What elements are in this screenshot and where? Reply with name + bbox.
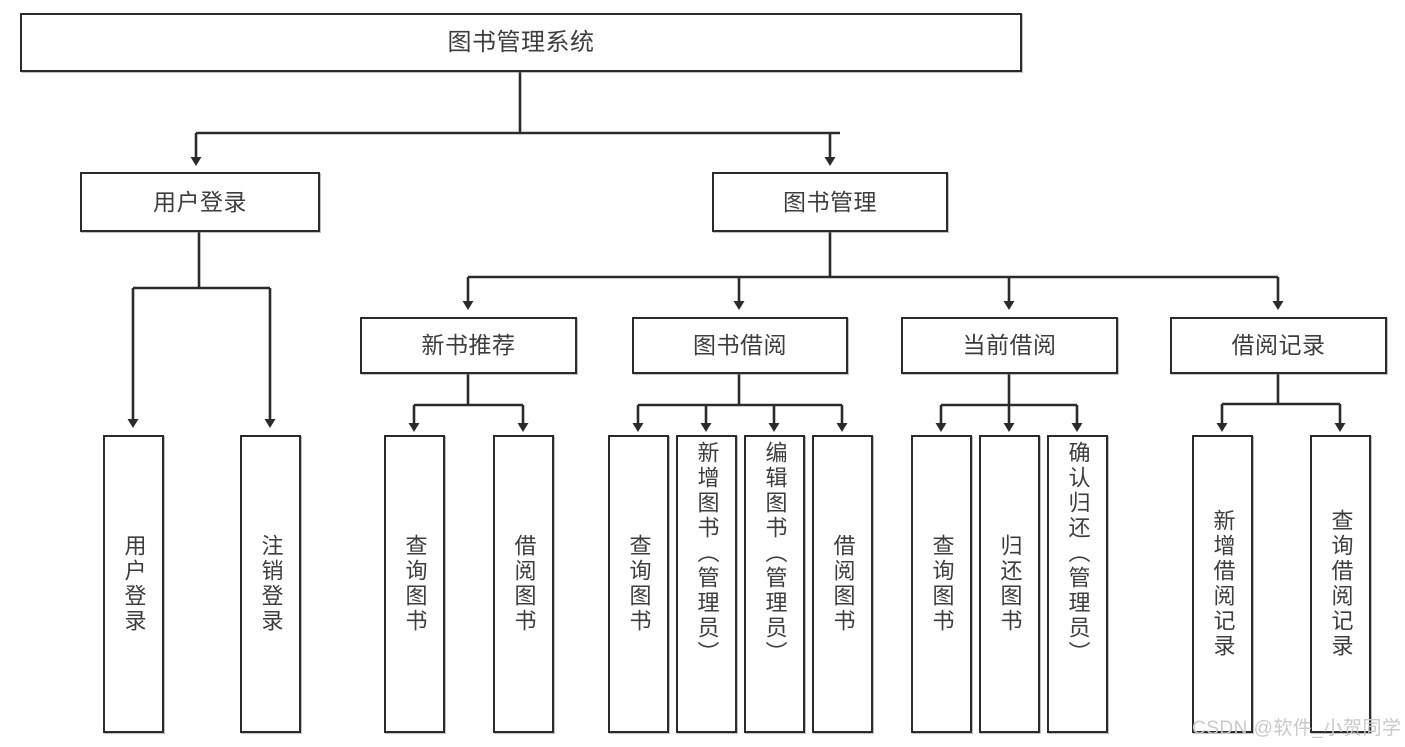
node-current-borrow-label: 当前借阅 [962, 332, 1057, 359]
leaf-borrow-book-1-label: 借阅图书 [511, 534, 537, 634]
node-book-borrow[interactable]: 图书借阅 [632, 317, 848, 374]
leaf-edit-book[interactable]: 编辑图书（管理员） [744, 435, 805, 733]
leaf-query-book-1-label: 查询图书 [402, 534, 428, 634]
leaf-edit-book-label: 编辑图书（管理员） [762, 441, 788, 666]
leaf-borrow-book-1[interactable]: 借阅图书 [493, 435, 554, 733]
node-current-borrow[interactable]: 当前借阅 [901, 317, 1118, 374]
leaf-return-book-label: 归还图书 [997, 534, 1023, 634]
leaf-query-book-2-label: 查询图书 [626, 534, 652, 634]
leaf-add-book[interactable]: 新增图书（管理员） [676, 435, 737, 733]
leaf-query-book-3-label: 查询图书 [929, 534, 955, 634]
node-book-borrow-label: 图书借阅 [693, 332, 787, 359]
leaf-add-record[interactable]: 新增借阅记录 [1192, 435, 1253, 733]
leaf-borrow-book-2[interactable]: 借阅图书 [812, 435, 873, 733]
leaf-return-book[interactable]: 归还图书 [979, 435, 1040, 733]
leaf-query-book-3[interactable]: 查询图书 [911, 435, 972, 733]
leaf-query-book-2[interactable]: 查询图书 [608, 435, 669, 733]
leaf-user-login[interactable]: 用户登录 [103, 435, 164, 733]
leaf-borrow-book-2-label: 借阅图书 [830, 534, 856, 634]
node-root[interactable]: 图书管理系统 [20, 13, 1022, 72]
leaf-add-book-label: 新增图书（管理员） [694, 441, 720, 666]
leaf-user-login-label: 用户登录 [121, 534, 147, 634]
leaf-confirm-return-label: 确认归还（管理员） [1065, 441, 1091, 666]
node-new-book-recommend-label: 新书推荐 [421, 332, 516, 359]
leaf-query-record-label: 查询借阅记录 [1328, 509, 1354, 659]
node-borrow-record[interactable]: 借阅记录 [1170, 317, 1387, 374]
leaf-query-record[interactable]: 查询借阅记录 [1310, 435, 1371, 733]
node-book-manage-label: 图书管理 [783, 188, 877, 215]
node-book-manage[interactable]: 图书管理 [712, 172, 948, 232]
node-user-login-label: 用户登录 [153, 188, 247, 215]
node-borrow-record-label: 借阅记录 [1231, 332, 1326, 359]
leaf-query-book-1[interactable]: 查询图书 [384, 435, 445, 733]
leaf-logout-login[interactable]: 注销登录 [240, 435, 301, 733]
node-new-book-recommend[interactable]: 新书推荐 [360, 317, 577, 374]
node-user-login[interactable]: 用户登录 [80, 172, 320, 232]
leaf-confirm-return[interactable]: 确认归还（管理员） [1047, 435, 1108, 733]
leaf-add-record-label: 新增借阅记录 [1210, 509, 1236, 659]
node-root-label: 图书管理系统 [447, 28, 595, 56]
leaf-logout-login-label: 注销登录 [258, 534, 284, 634]
